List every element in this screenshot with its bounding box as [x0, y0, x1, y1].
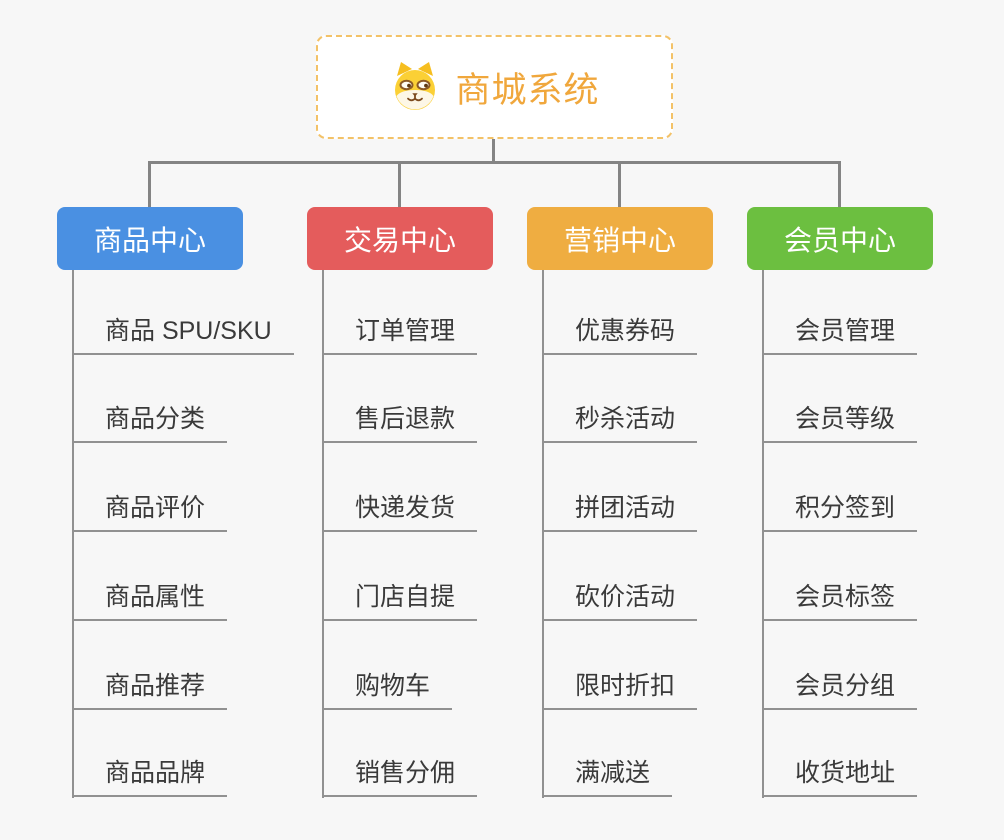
- leaf-node[interactable]: 会员等级: [762, 403, 918, 443]
- leaf-node[interactable]: 商品属性: [72, 581, 228, 621]
- root-node[interactable]: 商城系统: [316, 35, 673, 139]
- doge-icon: [395, 62, 436, 110]
- connector-spine-branch-3: [542, 270, 544, 798]
- connector-spine-branch-4: [762, 270, 764, 798]
- leaf-node[interactable]: 订单管理: [322, 315, 478, 355]
- connector-spine-branch-2: [322, 270, 324, 798]
- leaf-node[interactable]: 售后退款: [322, 403, 478, 443]
- leaf-node[interactable]: 砍价活动: [542, 581, 698, 621]
- leaf-node[interactable]: 积分签到: [762, 492, 918, 532]
- leaf-node[interactable]: 商品分类: [72, 403, 228, 443]
- leaf-node[interactable]: 秒杀活动: [542, 403, 698, 443]
- branch-node-member-center[interactable]: 会员中心: [747, 207, 933, 270]
- connector-root-stub: [492, 139, 495, 162]
- leaf-node[interactable]: 限时折扣: [542, 670, 698, 710]
- leaf-node[interactable]: 商品品牌: [72, 757, 228, 797]
- branch-node-marketing-center[interactable]: 营销中心: [527, 207, 713, 270]
- leaf-node[interactable]: 商品评价: [72, 492, 228, 532]
- connector-drop-branch-3: [618, 161, 621, 207]
- connector-drop-branch-1: [148, 161, 151, 207]
- leaf-node[interactable]: 购物车: [322, 670, 453, 710]
- leaf-node[interactable]: 商品推荐: [72, 670, 228, 710]
- connector-drop-branch-2: [398, 161, 401, 207]
- connector-drop-branch-4: [838, 161, 841, 207]
- branch-node-product-center[interactable]: 商品中心: [57, 207, 243, 270]
- leaf-node[interactable]: 会员管理: [762, 315, 918, 355]
- leaf-node[interactable]: 收货地址: [762, 757, 918, 797]
- leaf-node[interactable]: 快递发货: [322, 492, 478, 532]
- leaf-node[interactable]: 会员标签: [762, 581, 918, 621]
- leaf-node[interactable]: 商品 SPU/SKU: [72, 315, 294, 355]
- leaf-node[interactable]: 销售分佣: [322, 757, 478, 797]
- connector-spine-branch-1: [72, 270, 74, 798]
- connector-horizontal: [148, 161, 841, 164]
- root-label: 商城系统: [455, 70, 600, 110]
- leaf-node[interactable]: 会员分组: [762, 670, 918, 710]
- leaf-node[interactable]: 满减送: [542, 757, 673, 797]
- leaf-node[interactable]: 门店自提: [322, 581, 478, 621]
- leaf-node[interactable]: 拼团活动: [542, 492, 698, 532]
- branch-node-trade-center[interactable]: 交易中心: [307, 207, 493, 270]
- leaf-node[interactable]: 优惠券码: [542, 315, 698, 355]
